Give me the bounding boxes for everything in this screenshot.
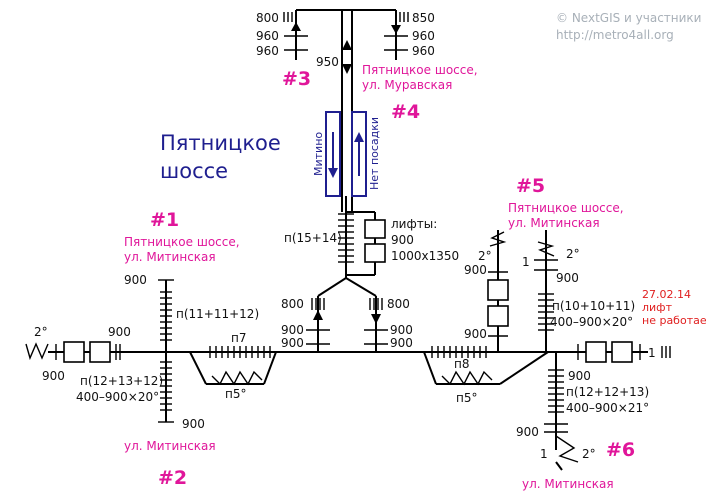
width-800-left: 800 bbox=[281, 297, 304, 311]
exit6-stair-widths: 400–900×21° bbox=[566, 401, 649, 415]
exit3-width-960b: 960 bbox=[256, 44, 279, 58]
exit5-stair-widths: 400–900×20° bbox=[550, 315, 633, 329]
exit5-width-right: 900 bbox=[556, 271, 579, 285]
angle-2deg-r2: 2° bbox=[566, 247, 580, 261]
attribution-url[interactable]: http://metro4all.org bbox=[556, 28, 674, 42]
lift-note-line3: не работает bbox=[642, 314, 706, 327]
main-stair-label: п(15+14) bbox=[284, 231, 342, 245]
lifts-label: лифты: bbox=[391, 217, 437, 231]
lifts-width: 900 bbox=[391, 233, 414, 247]
exit5-street-2: ул. Митинская bbox=[508, 216, 600, 230]
exit-6-number: #6 bbox=[606, 439, 635, 461]
exit5-width-top: 900 bbox=[464, 263, 487, 277]
exit1-width-900: 900 bbox=[124, 273, 147, 287]
width-900-mid-2: 900 bbox=[281, 336, 304, 350]
width-800-right: 800 bbox=[387, 297, 410, 311]
corridor-width-950: 950 bbox=[316, 55, 339, 69]
platform-right-label: Нет посадки bbox=[368, 117, 381, 190]
exit1-street-1: Пятницкое шоссе, bbox=[124, 235, 240, 249]
platform-left-label: Митино bbox=[312, 132, 325, 176]
right-tunnel-width: 900 bbox=[568, 369, 591, 383]
exit-2-number: #2 bbox=[158, 467, 187, 489]
exit5-width-mid: 900 bbox=[464, 327, 487, 341]
platform-boxes bbox=[325, 111, 367, 197]
width-900-mid-3: 900 bbox=[390, 323, 413, 337]
ramp-5deg-right: п5° bbox=[456, 391, 477, 405]
angle-2deg-r3: 2° bbox=[582, 447, 596, 461]
lift-note-date: 27.02.14 bbox=[642, 288, 691, 301]
exit2-street: ул. Митинская bbox=[124, 439, 216, 453]
ramp-5deg-left: п5° bbox=[225, 387, 246, 401]
exit2-stair: п(12+13+12) bbox=[80, 374, 163, 388]
exit4-width-960b: 960 bbox=[412, 44, 435, 58]
main-stair bbox=[317, 196, 386, 297]
exit-4-number: #4 bbox=[391, 101, 420, 123]
exit-5-number: #5 bbox=[516, 175, 545, 197]
exit6-street: ул. Митинская bbox=[522, 477, 614, 491]
exit5-street-1: Пятницкое шоссе, bbox=[508, 201, 624, 215]
angle-2deg-left: 2° bbox=[34, 325, 48, 339]
exit1-stair: п(11+11+12) bbox=[176, 307, 259, 321]
exit4-width-960a: 960 bbox=[412, 29, 435, 43]
exit-3-4-stairs bbox=[283, 9, 409, 212]
exit4-street-1: Пятницкое шоссе, bbox=[362, 63, 478, 77]
exit2-stair-widths: 400–900×20° bbox=[76, 390, 159, 404]
exit2-width-900: 900 bbox=[182, 417, 205, 431]
width-900-mid-4: 900 bbox=[390, 336, 413, 350]
station-name-line1: Пятницкое bbox=[160, 131, 281, 155]
exit4-street-2: ул. Муравская bbox=[362, 78, 452, 92]
one-label-1: 1 bbox=[522, 255, 530, 269]
exit3-width-800: 800 bbox=[256, 11, 279, 25]
ramp-n7: п7 bbox=[231, 331, 246, 345]
left-tunnel-width: 900 bbox=[42, 369, 65, 383]
station-name-line2: шоссе bbox=[160, 159, 228, 183]
left-tunnel bbox=[25, 279, 174, 423]
ramp-n8: п8 bbox=[454, 357, 469, 371]
left-tunnel-width-2: 900 bbox=[108, 325, 131, 339]
one-label-3: 1 bbox=[540, 447, 548, 461]
one-label-2: 1 bbox=[648, 346, 656, 360]
attribution-copyright: © NextGIS и участники bbox=[556, 11, 701, 25]
angle-2deg-r1: 2° bbox=[478, 249, 492, 263]
right-tunnel bbox=[487, 230, 671, 471]
exit6-stair: п(12+12+13) bbox=[566, 385, 649, 399]
width-900-mid-1: 900 bbox=[281, 323, 304, 337]
lift-note-line2: лифт bbox=[642, 301, 673, 314]
exit5-stair: п(10+10+11) bbox=[552, 299, 635, 313]
exit-1-number: #1 bbox=[150, 209, 179, 231]
exit6-width: 900 bbox=[516, 425, 539, 439]
lifts-size: 1000х1350 bbox=[391, 249, 459, 263]
exit3-width-960a: 960 bbox=[256, 29, 279, 43]
exit4-width-850: 850 bbox=[412, 11, 435, 25]
exit-3-number: #3 bbox=[282, 68, 311, 90]
middle-stairs bbox=[306, 296, 388, 352]
exit1-street-2: ул. Митинская bbox=[124, 250, 216, 264]
